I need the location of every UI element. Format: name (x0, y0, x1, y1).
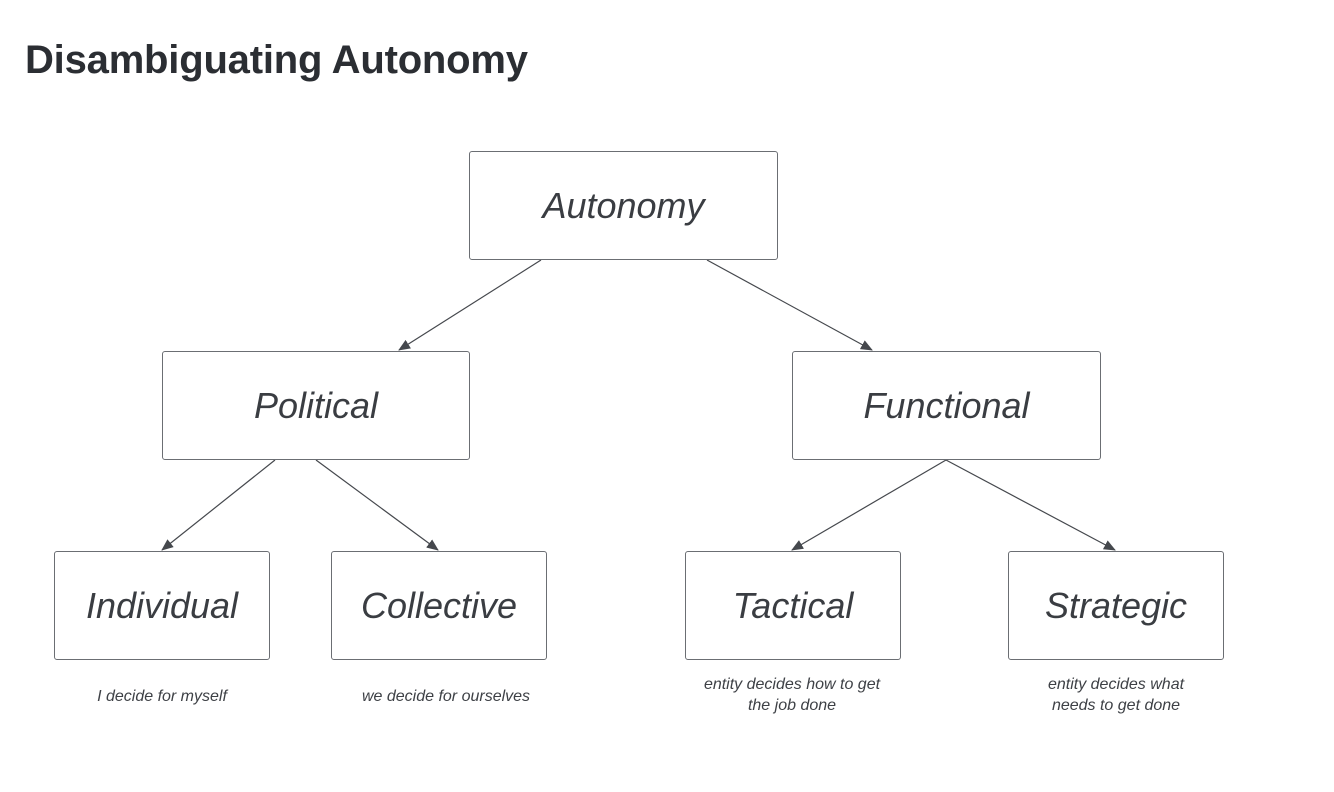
caption-individual: I decide for myself (42, 686, 282, 707)
node-tactical-label: Tactical (732, 584, 854, 626)
caption-individual-text: I decide for myself (97, 688, 227, 705)
edge-political-individual (161, 459, 276, 551)
node-individual-label: Individual (85, 584, 239, 626)
caption-strategic-line-2: needs to get done (1051, 697, 1181, 714)
edge-functional-strategic (945, 459, 1116, 551)
edge-political-collective (315, 459, 439, 551)
node-political-label: Political (253, 384, 379, 426)
node-individual[interactable]: Individual (54, 551, 270, 660)
node-autonomy[interactable]: Autonomy (469, 151, 778, 260)
caption-strategic-line-1: entity decides what (1047, 676, 1185, 693)
node-political[interactable]: Political (162, 351, 470, 460)
node-strategic-label: Strategic (1044, 584, 1188, 626)
node-functional-label: Functional (863, 384, 1030, 426)
caption-tactical-line-2: the job done (747, 697, 837, 714)
node-autonomy-label: Autonomy (542, 184, 705, 226)
node-functional[interactable]: Functional (792, 351, 1101, 460)
caption-tactical: entity decides how to get the job done (662, 674, 922, 716)
edge-autonomy-political (398, 259, 542, 351)
caption-collective-text: we decide for ourselves (361, 688, 531, 705)
node-collective-label: Collective (360, 584, 518, 626)
caption-collective: we decide for ourselves (316, 686, 576, 707)
node-strategic[interactable]: Strategic (1008, 551, 1224, 660)
edge-functional-tactical (791, 459, 947, 551)
caption-tactical-line-1: entity decides how to get (703, 676, 881, 693)
caption-strategic: entity decides what needs to get done (986, 674, 1246, 716)
edge-autonomy-functional (706, 259, 873, 351)
page-title: Disambiguating Autonomy (25, 38, 528, 82)
node-tactical[interactable]: Tactical (685, 551, 901, 660)
node-collective[interactable]: Collective (331, 551, 547, 660)
